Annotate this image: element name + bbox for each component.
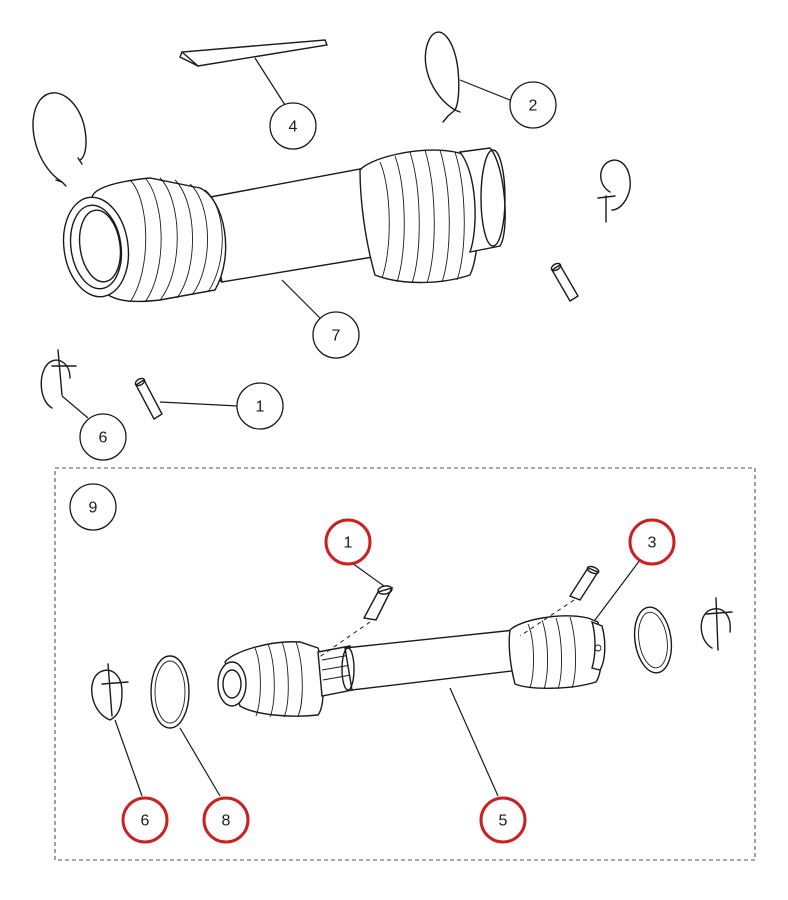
leader-3-kit — [594, 559, 641, 621]
part-5-shaft-kit — [217, 615, 606, 718]
svg-text:7: 7 — [332, 328, 341, 345]
callout-2[interactable]: 2 — [509, 81, 557, 129]
leader-5-kit — [449, 687, 499, 797]
svg-text:4: 4 — [289, 119, 298, 136]
svg-text:6: 6 — [99, 430, 108, 447]
svg-text:2: 2 — [529, 98, 538, 115]
guide-pin-right — [519, 599, 575, 637]
leader-2 — [459, 79, 511, 101]
right-clip-top — [597, 159, 631, 223]
svg-text:5: 5 — [499, 813, 508, 830]
leader-6-kit — [114, 719, 143, 797]
svg-text:1: 1 — [256, 399, 265, 416]
leader-6-top — [61, 395, 89, 419]
part-6-clip-kit — [91, 663, 129, 721]
svg-text:8: 8 — [222, 813, 231, 830]
kit-9-box — [54, 467, 756, 861]
callout-1-kit[interactable]: 1 — [324, 518, 372, 566]
callout-1-top[interactable]: 1 — [236, 382, 284, 430]
svg-text:1: 1 — [344, 535, 353, 552]
part-6-clip-top — [40, 349, 77, 409]
callout-7[interactable]: 7 — [312, 311, 360, 359]
right-pin-top — [550, 262, 579, 302]
callout-4[interactable]: 4 — [269, 102, 317, 150]
leader-1-top — [159, 401, 239, 407]
guide-pin-left — [317, 621, 371, 659]
part-1-pin-top — [134, 377, 163, 420]
clip-kit-right — [700, 597, 733, 651]
callout-8-kit[interactable]: 8 — [202, 796, 250, 844]
left-circlip-top — [32, 92, 87, 187]
svg-text:9: 9 — [89, 500, 98, 517]
leader-7 — [281, 279, 321, 319]
callout-5-kit[interactable]: 5 — [479, 796, 527, 844]
leader-4 — [254, 57, 286, 106]
right-pin-kit — [568, 565, 600, 601]
callout-9[interactable]: 9 — [69, 483, 117, 531]
ring-kit-right — [633, 606, 673, 674]
leader-1-kit — [351, 562, 385, 587]
part-2-clip — [424, 31, 461, 123]
svg-text:3: 3 — [648, 535, 657, 552]
callout-3-kit[interactable]: 3 — [628, 518, 676, 566]
callout-6-kit[interactable]: 6 — [121, 796, 169, 844]
svg-text:6: 6 — [141, 813, 150, 830]
part-7-shaft-assembly — [62, 147, 506, 303]
part-1-pin-kit — [362, 585, 394, 621]
leader-8-kit — [179, 727, 221, 797]
callout-6-top[interactable]: 6 — [79, 413, 127, 461]
part-8-ring — [150, 655, 190, 729]
part-4-strip — [179, 39, 328, 67]
